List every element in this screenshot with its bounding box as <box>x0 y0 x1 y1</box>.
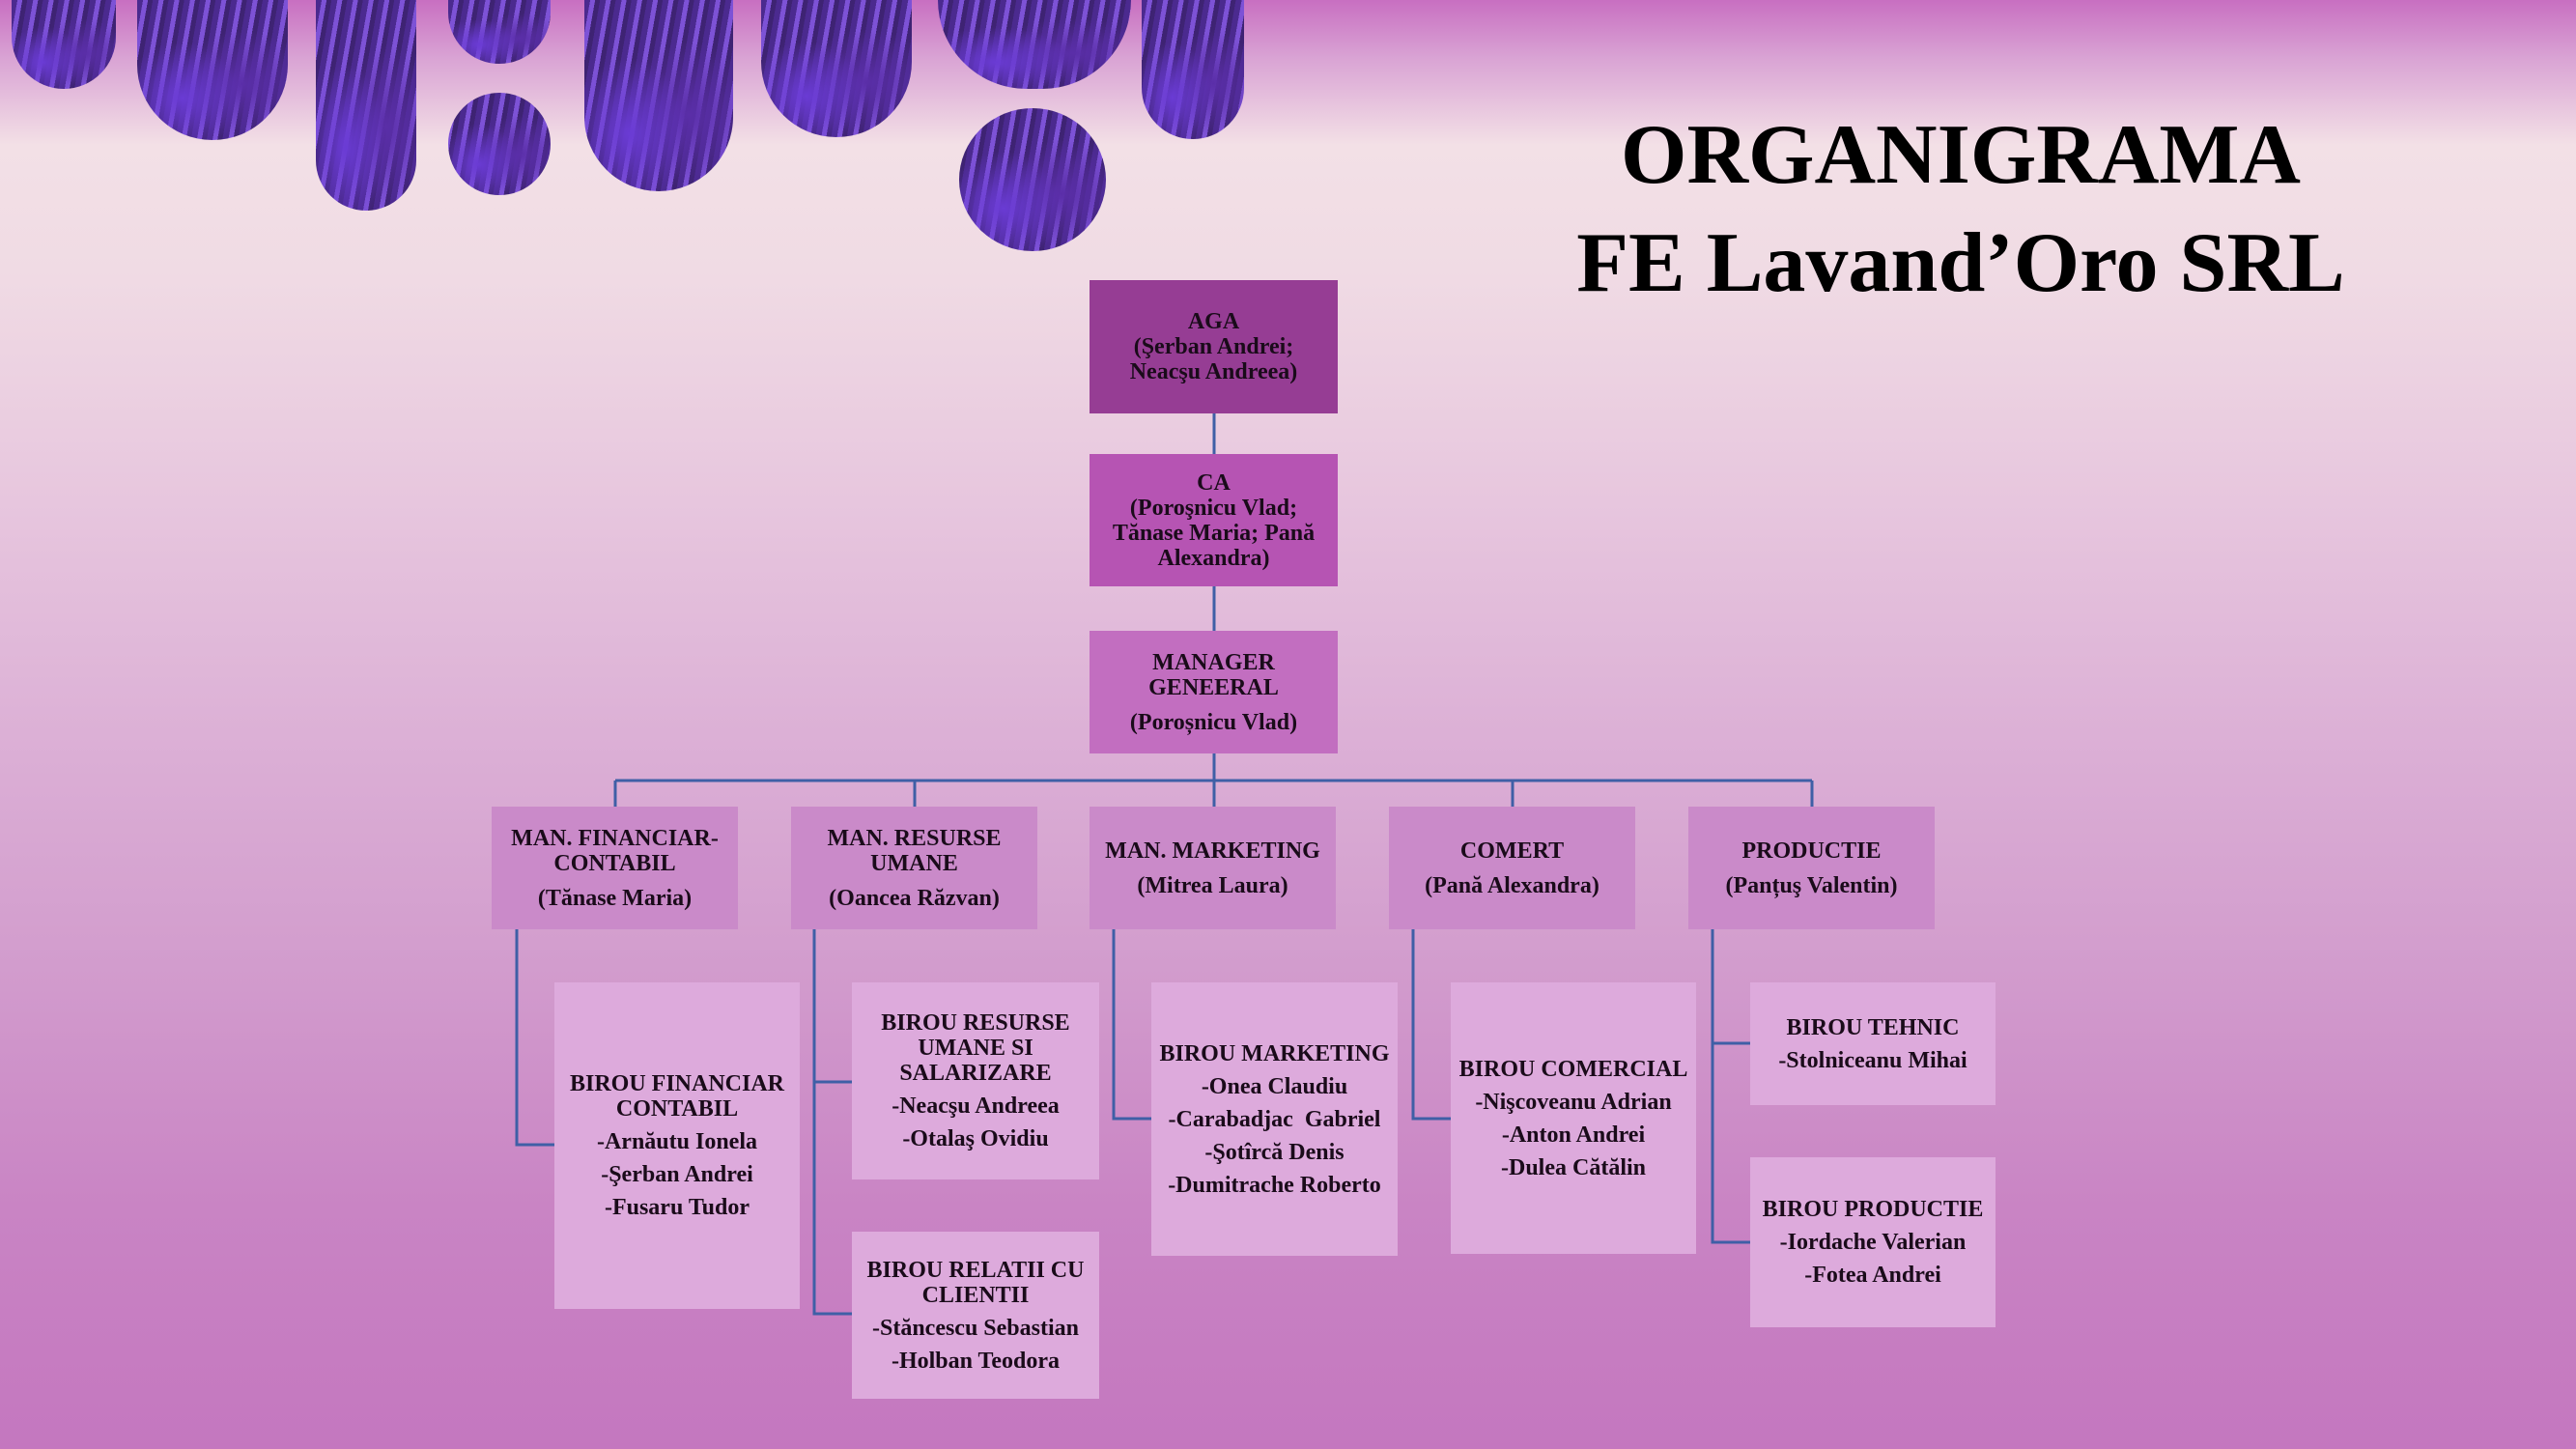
manager-title: PRODUCTIE <box>1741 838 1882 864</box>
manager-title: MAN. MARKETING <box>1105 838 1320 864</box>
manager-productie-box: PRODUCTIE (Panțuş Valentin) <box>1688 807 1935 929</box>
lavender-photo-tile <box>584 0 733 191</box>
office-staff: -Dulea Cătălin <box>1501 1154 1646 1180</box>
office-resurse-box: BIROU RESURSE UMANE SI SALARIZARE -Neacş… <box>852 982 1099 1179</box>
connector <box>812 929 852 1316</box>
connector <box>1711 929 1750 1244</box>
ca-title: CA <box>1197 469 1231 496</box>
office-staff: -Onea Claudiu <box>1201 1073 1348 1099</box>
lavender-photo-tile <box>959 108 1106 251</box>
title-line-1: ORGANIGRAMA <box>1621 108 2301 202</box>
office-staff: -Stolniceanu Mihai <box>1778 1047 1967 1073</box>
lavender-photo-tile <box>761 0 912 137</box>
office-staff: -Iordache Valerian <box>1779 1230 1967 1255</box>
manager-resurse-box: MAN. RESURSE UMANE (Oancea Răzvan) <box>791 807 1037 929</box>
office-staff: -Şerban Andrei <box>601 1162 753 1187</box>
connector <box>1411 929 1451 1121</box>
office-staff: -Stăncescu Sebastian <box>871 1315 1080 1341</box>
connector <box>1112 929 1151 1121</box>
office-staff: -Otalaş Ovidiu <box>902 1126 1049 1151</box>
office-staff: -Fusaru Tudor <box>604 1195 750 1220</box>
office-comercial-box: BIROU COMERCIAL -Nişcoveanu Adrian -Anto… <box>1451 982 1696 1254</box>
title-line-2: FE Lavand’Oro SRL <box>1576 216 2345 310</box>
manager-name: (Panțuş Valentin) <box>1725 872 1898 898</box>
manager-general-title: MANAGER GENEERAL <box>1148 649 1279 700</box>
office-staff: -Holban Teodora <box>891 1348 1061 1374</box>
office-staff: -Fotea Andrei <box>1804 1263 1941 1288</box>
manager-financiar-box: MAN. FINANCIAR-CONTABIL (Tănase Maria) <box>492 807 738 929</box>
office-staff: -Neacşu Andreea <box>892 1094 1060 1119</box>
manager-marketing-box: MAN. MARKETING (Mitrea Laura) <box>1090 807 1336 929</box>
office-relatii-box: BIROU RELATII CU CLIENTII -Stăncescu Seb… <box>852 1232 1099 1399</box>
lavender-photo-tile <box>1142 0 1244 139</box>
page-title: ORGANIGRAMA FE Lavand’Oro SRL <box>1526 101 2395 318</box>
manager-name: (Tănase Maria) <box>537 885 693 911</box>
office-staff: -Dumitrache Roberto <box>1168 1172 1381 1198</box>
connector <box>515 929 554 1147</box>
aga-box: AGA (Şerban Andrei; Neacşu Andreea) <box>1090 280 1338 413</box>
manager-title: COMERT <box>1459 838 1565 864</box>
manager-title: MAN. RESURSE UMANE <box>827 825 1002 876</box>
manager-title: MAN. FINANCIAR-CONTABIL <box>511 825 719 876</box>
manager-general-name: (Poroșnicu Vlad) <box>1129 709 1298 735</box>
lavender-photo-tile <box>12 0 116 89</box>
office-title: BIROU PRODUCTIE <box>1762 1197 1984 1222</box>
office-title: BIROU TEHNIC <box>1786 1014 1960 1040</box>
office-productie-box: BIROU PRODUCTIE -Iordache Valerian -Fote… <box>1750 1157 1996 1327</box>
lavender-photo-tile <box>137 0 288 140</box>
lavender-photo-tile <box>448 93 551 195</box>
ca-members: (Poroşnicu Vlad; Tănase Maria; Pană Alex… <box>1112 495 1316 571</box>
office-marketing-box: BIROU MARKETING -Onea Claudiu -Carabadja… <box>1151 982 1398 1256</box>
manager-comert-box: COMERT (Pană Alexandra) <box>1389 807 1635 929</box>
manager-name: (Pană Alexandra) <box>1425 872 1599 898</box>
office-staff: -Şotîrcă Denis <box>1204 1139 1345 1165</box>
office-staff: -Nişcoveanu Adrian <box>1475 1089 1672 1115</box>
manager-name: (Oancea Răzvan) <box>829 885 1000 911</box>
office-title: BIROU RELATII CU CLIENTII <box>866 1257 1085 1308</box>
office-title: BIROU MARKETING <box>1159 1040 1390 1066</box>
lavender-photo-tile <box>316 0 416 211</box>
office-staff: -Arnăutu Ionela <box>596 1129 758 1154</box>
office-title: BIROU COMERCIAL <box>1458 1056 1688 1082</box>
ca-box: CA (Poroşnicu Vlad; Tănase Maria; Pană A… <box>1090 454 1338 586</box>
manager-general-box: MANAGER GENEERAL (Poroșnicu Vlad) <box>1090 631 1338 753</box>
manager-name: (Mitrea Laura) <box>1137 872 1288 898</box>
office-staff: -Anton Andrei <box>1501 1122 1646 1148</box>
office-title: BIROU RESURSE UMANE SI SALARIZARE <box>881 1010 1070 1086</box>
office-title: BIROU FINANCIAR CONTABIL <box>569 1071 784 1122</box>
aga-members: (Şerban Andrei; Neacşu Andreea) <box>1129 334 1298 384</box>
office-tehnic-box: BIROU TEHNIC -Stolniceanu Mihai <box>1750 982 1996 1105</box>
office-staff: -Carabadjac Gabriel <box>1168 1106 1381 1132</box>
aga-title: AGA <box>1187 309 1240 334</box>
office-financiar-box: BIROU FINANCIAR CONTABIL -Arnăutu Ionela… <box>554 982 800 1309</box>
